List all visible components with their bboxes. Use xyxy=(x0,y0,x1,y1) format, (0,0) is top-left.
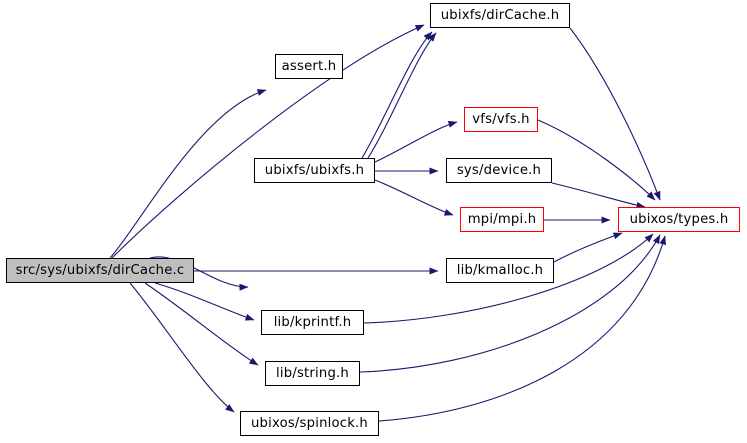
edge-vfs_h-to-types_h xyxy=(537,119,656,201)
edge-root-to-dircache_h xyxy=(111,24,425,259)
edge-ubixfs_h-to-dircache_h2 xyxy=(367,32,437,159)
node-label-dircache_h: ubixfs/dirCache.h xyxy=(440,7,560,23)
node-label-assert_h: assert.h xyxy=(281,58,337,74)
edge-root-to-spinlock_h xyxy=(129,282,235,413)
node-ubixfs_h[interactable]: ubixfs/ubixfs.h xyxy=(254,158,375,183)
node-label-device_h: sys/device.h xyxy=(456,162,542,178)
edge-root-to-string_h xyxy=(144,282,259,366)
node-label-ubixfs_h: ubixfs/ubixfs.h xyxy=(264,162,365,178)
edges-group xyxy=(109,24,667,422)
edge-ubixfs_h-to-mpi_h xyxy=(374,179,454,216)
node-types_h[interactable]: ubixos/types.h xyxy=(618,207,740,232)
node-mpi_h[interactable]: mpi/mpi.h xyxy=(460,207,544,232)
edge-ubixfs_h-to-dircache_h xyxy=(361,31,433,159)
node-label-kprintf_h: lib/kprintf.h xyxy=(273,314,352,330)
node-label-mpi_h: mpi/mpi.h xyxy=(467,211,537,227)
node-assert_h[interactable]: assert.h xyxy=(275,54,343,79)
node-label-kmalloc_h: lib/kmalloc.h xyxy=(456,262,544,278)
node-root[interactable]: src/sys/ubixfs/dirCache.c xyxy=(6,258,194,283)
node-dircache_h[interactable]: ubixfs/dirCache.h xyxy=(430,3,570,28)
node-label-string_h: lib/string.h xyxy=(276,365,349,381)
edge-string_h-to-types_h xyxy=(359,234,661,373)
edge-root-to-assert_h xyxy=(109,89,267,259)
edge-root-to-kprintf_h xyxy=(154,282,255,321)
edge-ubixfs_h-to-vfs_h xyxy=(374,120,458,163)
node-spinlock_h[interactable]: ubixos/spinlock.h xyxy=(240,411,379,436)
node-kmalloc_h[interactable]: lib/kmalloc.h xyxy=(446,258,554,283)
node-device_h[interactable]: sys/device.h xyxy=(446,158,552,183)
edge-kmalloc_h-to-types_h xyxy=(553,232,623,263)
edge-root-to-ubixfs_h xyxy=(149,256,249,291)
node-vfs_h[interactable]: vfs/vfs.h xyxy=(464,107,538,132)
edge-dircache_h-to-types_h xyxy=(569,27,661,201)
node-string_h[interactable]: lib/string.h xyxy=(265,361,360,386)
node-kprintf_h[interactable]: lib/kprintf.h xyxy=(261,310,364,335)
node-label-types_h: ubixos/types.h xyxy=(629,211,729,227)
node-label-spinlock_h: ubixos/spinlock.h xyxy=(250,415,368,431)
node-label-vfs_h: vfs/vfs.h xyxy=(472,111,530,127)
edge-kprintf_h-to-types_h xyxy=(363,233,654,324)
edge-device_h-to-types_h xyxy=(551,182,646,209)
node-label-root: src/sys/ubixfs/dirCache.c xyxy=(15,262,185,278)
edge-spinlock_h-to-types_h xyxy=(378,235,667,422)
